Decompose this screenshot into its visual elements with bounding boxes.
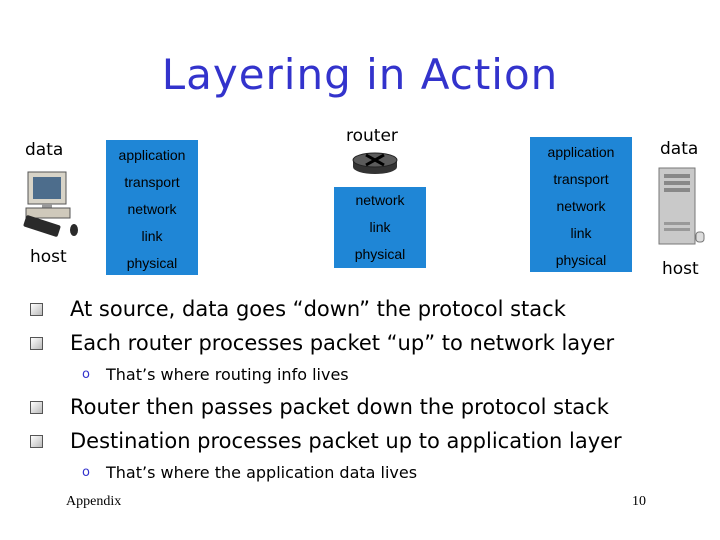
router-protocol-stack: network link physical <box>334 187 426 268</box>
left-layer-application: application <box>118 147 186 163</box>
right-data-label: data <box>660 139 699 159</box>
left-protocol-stack: application transport network link physi… <box>106 140 198 275</box>
router-layer-network: network <box>355 192 405 208</box>
router-label: router <box>346 126 398 146</box>
left-data-label: data <box>25 140 64 160</box>
desktop-computer-icon <box>23 171 78 237</box>
checkbox-bullet-icon <box>30 401 43 414</box>
bullet-item: Each router processes packet “up” to net… <box>30 326 710 360</box>
left-host-label: host <box>30 247 67 267</box>
left-layer-physical: physical <box>126 255 178 271</box>
server-tower-icon <box>658 167 705 245</box>
bullet-text: Destination processes packet up to appli… <box>70 429 622 453</box>
sub-bullet-text: That’s where routing info lives <box>106 365 349 384</box>
bullet-item: Destination processes packet up to appli… <box>30 424 710 458</box>
bullet-text: At source, data goes “down” the protocol… <box>70 297 566 321</box>
left-layer-transport: transport <box>124 174 180 190</box>
slide-title: Layering in Action <box>161 50 559 99</box>
checkbox-bullet-icon <box>30 337 43 350</box>
footer-left: Appendix <box>66 494 122 509</box>
bullet-list: At source, data goes “down” the protocol… <box>30 292 710 488</box>
left-layer-network: network <box>127 201 177 217</box>
right-layer-physical: physical <box>555 252 607 268</box>
left-layer-link: link <box>141 228 163 244</box>
right-layer-network: network <box>556 198 606 214</box>
router-layer-link: link <box>369 219 391 235</box>
circle-bullet-icon: o <box>82 367 90 382</box>
right-protocol-stack: application transport network link physi… <box>530 137 632 272</box>
sub-bullet-item: o That’s where routing info lives <box>30 360 710 390</box>
router-layer-physical: physical <box>354 246 406 262</box>
sub-bullet-text: That’s where the application data lives <box>106 463 418 482</box>
page-number: 10 <box>632 494 646 509</box>
router-icon <box>352 152 398 174</box>
right-layer-application: application <box>547 144 615 160</box>
sub-bullet-item: o That’s where the application data lives <box>30 458 710 488</box>
bullet-item: Router then passes packet down the proto… <box>30 390 710 424</box>
right-layer-link: link <box>570 225 592 241</box>
bullet-item: At source, data goes “down” the protocol… <box>30 292 710 326</box>
circle-bullet-icon: o <box>82 465 90 480</box>
checkbox-bullet-icon <box>30 303 43 316</box>
checkbox-bullet-icon <box>30 435 43 448</box>
right-host-label: host <box>662 259 699 279</box>
right-layer-transport: transport <box>553 171 609 187</box>
bullet-text: Each router processes packet “up” to net… <box>70 331 615 355</box>
bullet-text: Router then passes packet down the proto… <box>70 395 609 419</box>
